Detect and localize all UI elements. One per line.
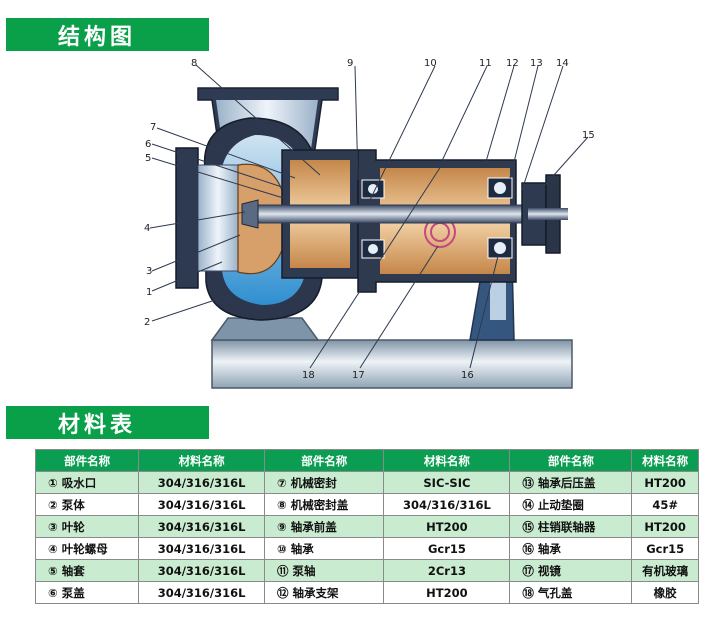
material-cell: HT200 [631, 471, 699, 494]
pump-structure-diagram: 1 2 3 4 5 6 7 8 9 10 11 12 13 14 15 16 1… [144, 58, 595, 389]
callout-8: 8 [191, 58, 197, 69]
material-cell: 304/316/316L [138, 559, 266, 582]
callout-9: 9 [347, 58, 353, 69]
material-cell: 304/316/316L [138, 537, 266, 560]
callout-13: 13 [530, 58, 543, 69]
material-cell: Gcr15 [631, 537, 699, 560]
table-row: ① 吸水口 304/316/316L ⑦ 机械密封 SIC-SIC ⑬ 轴承后压… [34, 471, 699, 494]
material-cell: HT200 [383, 515, 511, 538]
part-cell: ① 吸水口 [34, 471, 140, 494]
part-cell: ⑰ 视镜 [509, 559, 633, 582]
table-row: ⑤ 轴套 304/316/316L ⑪ 泵轴 2Cr13 ⑰ 视镜 有机玻璃 [34, 559, 699, 582]
callout-17: 17 [352, 370, 365, 381]
table-row: ④ 叶轮螺母 304/316/316L ⑩ 轴承 Gcr15 ⑯ 轴承 Gcr1… [34, 537, 699, 560]
part-cell: ⑬ 轴承后压盖 [509, 471, 633, 494]
callout-6: 6 [145, 139, 151, 150]
callout-12: 12 [506, 58, 519, 69]
part-cell: ⑱ 气孔盖 [509, 581, 633, 604]
header-material-name: 材料名称 [383, 449, 511, 472]
front-bearing [361, 179, 385, 259]
part-cell: ⑮ 柱销联轴器 [509, 515, 633, 538]
callout-5: 5 [145, 153, 151, 164]
table-row: ② 泵体 304/316/316L ⑧ 机械密封盖 304/316/316L ⑭… [34, 493, 699, 516]
part-cell: ⑩ 轴承 [264, 537, 385, 560]
material-cell: 304/316/316L [138, 581, 266, 604]
material-cell: 304/316/316L [138, 471, 266, 494]
material-cell: HT200 [631, 515, 699, 538]
table-row: ③ 叶轮 304/316/316L ⑨ 轴承前盖 HT200 ⑮ 柱销联轴器 H… [34, 515, 699, 538]
header-material-name: 材料名称 [138, 449, 266, 472]
callout-1: 1 [146, 287, 152, 298]
callout-7: 7 [150, 122, 156, 133]
materials-table: 部件名称 材料名称 部件名称 材料名称 部件名称 材料名称 ① 吸水口 304/… [34, 449, 699, 604]
table-header-row: 部件名称 材料名称 部件名称 材料名称 部件名称 材料名称 [34, 449, 699, 472]
material-cell: 304/316/316L [138, 515, 266, 538]
material-cell: SIC-SIC [383, 471, 511, 494]
material-cell: Gcr15 [383, 537, 511, 560]
part-cell: ⑤ 轴套 [34, 559, 140, 582]
impeller-nut [241, 199, 259, 229]
header-part-name: 部件名称 [34, 449, 140, 472]
part-cell: ③ 叶轮 [34, 515, 140, 538]
part-cell: ⑦ 机械密封 [264, 471, 385, 494]
material-cell: 有机玻璃 [631, 559, 699, 582]
callout-16: 16 [461, 370, 474, 381]
section-title-structure: 结构图 [6, 18, 209, 51]
callout-3: 3 [146, 266, 152, 277]
rear-bearing [487, 177, 513, 259]
table-row: ⑥ 泵盖 304/316/316L ⑫ 轴承支架 HT200 ⑱ 气孔盖 橡胶 [34, 581, 699, 604]
pump-support [210, 317, 320, 341]
callout-18: 18 [302, 370, 315, 381]
pin-coupling [521, 174, 568, 254]
material-cell: HT200 [383, 581, 511, 604]
callout-11: 11 [479, 58, 492, 69]
material-cell: 304/316/316L [383, 493, 511, 516]
callout-4: 4 [144, 223, 150, 234]
callout-2: 2 [144, 317, 150, 328]
pump-shaft [254, 204, 538, 224]
callout-14: 14 [556, 58, 569, 69]
base-plate [211, 339, 573, 389]
material-cell: 304/316/316L [138, 493, 266, 516]
part-cell: ⑫ 轴承支架 [264, 581, 385, 604]
part-cell: ⑥ 泵盖 [34, 581, 140, 604]
part-cell: ⑧ 机械密封盖 [264, 493, 385, 516]
material-cell: 2Cr13 [383, 559, 511, 582]
material-cell: 45# [631, 493, 699, 516]
header-material-name: 材料名称 [631, 449, 699, 472]
part-cell: ⑪ 泵轴 [264, 559, 385, 582]
callout-10: 10 [424, 58, 437, 69]
part-cell: ② 泵体 [34, 493, 140, 516]
header-part-name: 部件名称 [509, 449, 633, 472]
part-cell: ⑨ 轴承前盖 [264, 515, 385, 538]
header-part-name: 部件名称 [264, 449, 385, 472]
material-cell: 橡胶 [631, 581, 699, 604]
section-title-materials: 材料表 [6, 406, 209, 439]
part-cell: ④ 叶轮螺母 [34, 537, 140, 560]
callout-15: 15 [582, 130, 595, 141]
part-cell: ⑭ 止动垫圈 [509, 493, 633, 516]
part-cell: ⑯ 轴承 [509, 537, 633, 560]
